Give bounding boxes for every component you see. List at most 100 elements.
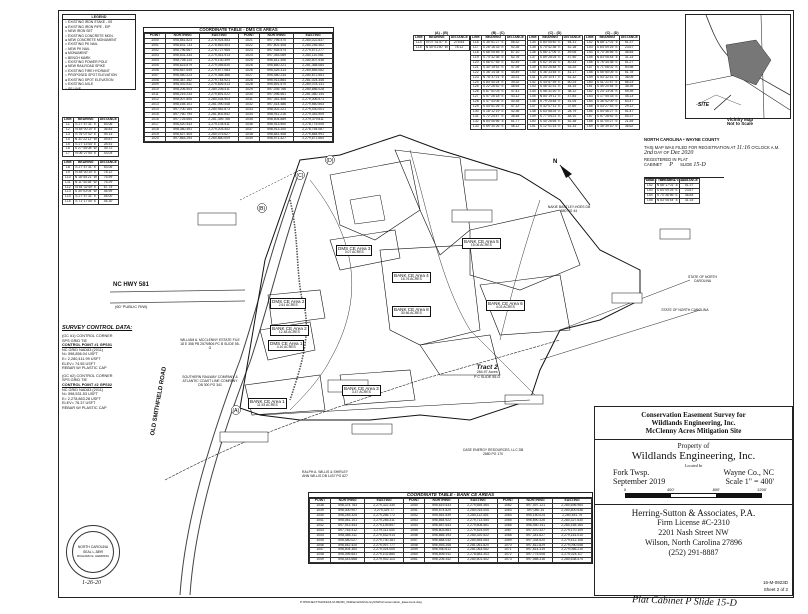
a-b-title: (A) - (B) bbox=[434, 31, 449, 35]
line-table-cell: 44.30' bbox=[97, 199, 119, 206]
legend-label: NEW CONCRETE MONUMENT bbox=[68, 38, 117, 43]
vicinity-title: Vicinity Map bbox=[726, 117, 754, 122]
dms-table-cell: 597,863.294 bbox=[164, 136, 201, 143]
legend-label: EXISTING AXLE bbox=[68, 82, 94, 87]
legend-symbol-icon: □ bbox=[65, 55, 68, 60]
legend-item: ● NEW CONCRETE MONUMENT bbox=[65, 38, 135, 42]
legend-symbol-icon: □ bbox=[65, 82, 68, 87]
job-number: 16-M-0923D bbox=[762, 579, 788, 585]
legend-item: ● EXISTING SPOT ELEVATION bbox=[65, 78, 135, 82]
line-table-cell: S 35°39'10" E bbox=[594, 123, 620, 130]
control-point-marker bbox=[295, 170, 305, 180]
legend-box: LEGEND ○ EXISTING IRON STAKE - IIS● EXIS… bbox=[62, 14, 136, 91]
area-acres: 11.53 ACRES bbox=[257, 403, 278, 408]
survey-control-line: E= 2,278,863.28 USFT bbox=[62, 396, 101, 401]
area-acres: 30.66 ACRES bbox=[400, 311, 422, 316]
legend-label: EXISTING CONCRETE MON. bbox=[68, 33, 114, 38]
control-point-label: (C) bbox=[297, 173, 304, 179]
survey-control-line: NC GRID NAD83 (2011) bbox=[62, 347, 104, 352]
bank-table-cell: 597,468.316 bbox=[517, 557, 554, 564]
survey-control-line: N= 598,531.53 USFT bbox=[62, 392, 98, 397]
registration-filed: THIS MAP WAS FILED FOR REGISTRATION AT 1… bbox=[644, 145, 789, 156]
vicinity-caption: Vicinity Map Not to Scale bbox=[700, 117, 780, 127]
survey-control-line: CONTROL POINT #1 GPS01 bbox=[62, 343, 112, 348]
filed-mid: O'CLOCK A.M. bbox=[751, 145, 780, 151]
legend-item: □ BENCH MARK bbox=[65, 56, 135, 60]
cabinet-label: CABINET bbox=[644, 161, 663, 167]
bank-table-cell: 2,279,902.113 bbox=[364, 557, 404, 564]
survey-date: September 2019 bbox=[613, 477, 666, 486]
legend-label: NEW IRON SET bbox=[68, 29, 93, 34]
cabinet-value: P bbox=[669, 161, 673, 168]
firm-name: Herring-Sutton & Associates, P.A. bbox=[631, 508, 756, 518]
firm-address-2: Wilson, North Carolina 27896 bbox=[645, 538, 742, 547]
adjoiner-owner-label: WILLIAM A. MCCLENNY ESTATE FILE 18 E 358… bbox=[180, 338, 240, 350]
firm-phone: (252) 291-8887 bbox=[668, 548, 719, 557]
area-acres: 15.06 ACRES bbox=[470, 243, 492, 248]
legend-symbol-icon: ○ bbox=[65, 73, 68, 78]
legend-label: EXISTING POWER POLE bbox=[68, 60, 108, 65]
line-table-cell: 78.12' bbox=[448, 45, 470, 52]
legend-symbol-icon: ○ bbox=[65, 33, 68, 38]
cabinet-slide: CABINET P SLIDE 15-D bbox=[644, 161, 789, 168]
filed-text: THIS MAP WAS FILED FOR REGISTRATION AT bbox=[644, 145, 736, 151]
legend-symbol-icon: □ bbox=[65, 42, 68, 47]
survey-control-line: (GC #1) CONTROL CORNER bbox=[62, 334, 113, 338]
line-table-cell: 43.04' bbox=[97, 151, 119, 158]
scale-tick-label: 400' bbox=[666, 487, 675, 492]
legend-item: □ NEW IRON SET bbox=[65, 29, 135, 33]
slide-value: 15-D bbox=[693, 161, 706, 168]
legend-item: ○ PROPOSED SPOT ELEVATION bbox=[65, 73, 135, 77]
adjoiner-owner-label: STATE OF NORTH CAROLINA bbox=[661, 308, 709, 312]
footer-file-path: P:\PROJECTS\2019\16-M-0923D_Wildlands\Mc… bbox=[300, 600, 422, 604]
area-acres: 4.03 ACRES bbox=[495, 305, 515, 310]
area-name: BANK CE Area 5 bbox=[464, 239, 499, 244]
property-of: Property of bbox=[677, 442, 710, 450]
legend-label: PROPOSED SPOT ELEVATION bbox=[68, 73, 117, 78]
title-block: Conservation Easement Survey for Wildlan… bbox=[594, 406, 793, 596]
legend-label: SE LINE bbox=[68, 86, 82, 91]
seal-date: 1-26-20 bbox=[82, 580, 101, 586]
adjoiner-owner-label: STATE OF NORTH CAROLINA bbox=[687, 275, 717, 283]
legend-item: □ EXISTING AXLE bbox=[65, 82, 135, 86]
scale-tick-label: 1200' bbox=[757, 487, 767, 492]
bank-table-cell: 1073 bbox=[496, 557, 519, 564]
bank-table-title: COORDINATE TABLE - BANK CE AREAS bbox=[309, 492, 592, 499]
legend-symbol-icon: ○ bbox=[65, 86, 68, 91]
legend-symbol-icon: ● bbox=[65, 77, 68, 82]
filed-day: 2nd bbox=[644, 149, 653, 156]
legend-item: □ EXISTING PK NAIL bbox=[65, 42, 135, 46]
highway-name: NC HWY 581 bbox=[113, 282, 149, 288]
dms-table-cell: 598,971.427 bbox=[258, 136, 295, 143]
survey-control-line: N= 598,856.04 USFT bbox=[62, 352, 98, 357]
area-acres: 12.48 ACRES bbox=[278, 330, 300, 335]
survey-title-1: Conservation Easement Survey for bbox=[641, 411, 746, 419]
registration-state: NORTH CAROLINA • WAYNE COUNTY bbox=[644, 137, 720, 142]
scale-tick-label: 0 bbox=[623, 487, 627, 492]
firm-license: Firm License #C-2310 bbox=[657, 518, 730, 527]
area-name: BANK CE Area 3 bbox=[344, 386, 379, 391]
